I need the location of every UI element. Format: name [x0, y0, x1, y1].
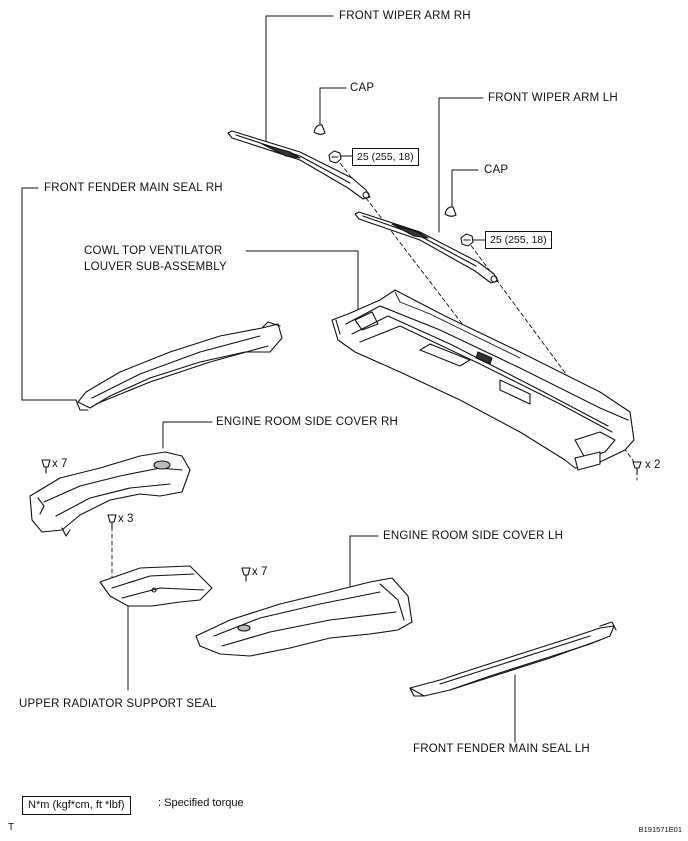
clip-cover-rh-icon [41, 459, 51, 474]
qty-cover-rh-clips: x 7 [52, 458, 68, 470]
torque-spec-lh: 25 (255, 18) [485, 231, 552, 249]
nut-lh-icon [460, 233, 474, 247]
label-wiper-arm-lh: FRONT WIPER ARM LH [488, 92, 618, 104]
figure-code: B191571E01 [638, 825, 682, 834]
label-cowl-line1: COWL TOP VENTILATOR [84, 245, 223, 257]
fender-seal-rh [75, 321, 283, 411]
label-fender-seal-rh: FRONT FENDER MAIN SEAL RH [44, 182, 223, 194]
torque-spec-rh: 25 (255, 18) [352, 148, 419, 166]
label-wiper-arm-rh: FRONT WIPER ARM RH [339, 10, 471, 22]
label-cap-1: CAP [350, 82, 375, 94]
clip-radiator-icon [107, 514, 117, 529]
clip-cowl-icon [632, 461, 642, 475]
label-engine-cover-lh: ENGINE ROOM SIDE COVER LH [383, 530, 564, 542]
nut-rh-icon [328, 150, 342, 164]
fender-seal-lh [409, 621, 617, 697]
engine-cover-rh [29, 451, 191, 537]
corner-mark: T [8, 822, 15, 833]
qty-radiator-clips: x 3 [118, 513, 134, 525]
cap-2-icon [444, 206, 457, 217]
cowl-top-ventilator [331, 289, 635, 471]
cap-1-icon [313, 124, 326, 135]
label-fender-seal-lh: FRONT FENDER MAIN SEAL LH [413, 743, 590, 755]
clip-cover-lh-icon [241, 567, 251, 582]
legend-description: : Specified torque [158, 797, 244, 809]
label-cap-2: CAP [484, 164, 509, 176]
leader-lines [21, 15, 516, 743]
label-radiator-seal: UPPER RADIATOR SUPPORT SEAL [19, 698, 217, 710]
qty-cover-lh-clips: x 7 [252, 566, 268, 578]
wiper-arm-lh [354, 211, 499, 284]
qty-cowl-clips: x 2 [645, 459, 661, 471]
wiper-arm-rh [227, 130, 371, 200]
upper-radiator-support-seal [99, 565, 213, 607]
legend-unit-box: N*m (kgf*cm, ft *lbf) [22, 796, 131, 815]
label-cowl-line2: LOUVER SUB-ASSEMBLY [84, 261, 227, 273]
engine-cover-lh [195, 577, 413, 657]
label-engine-cover-rh: ENGINE ROOM SIDE COVER RH [216, 416, 398, 428]
